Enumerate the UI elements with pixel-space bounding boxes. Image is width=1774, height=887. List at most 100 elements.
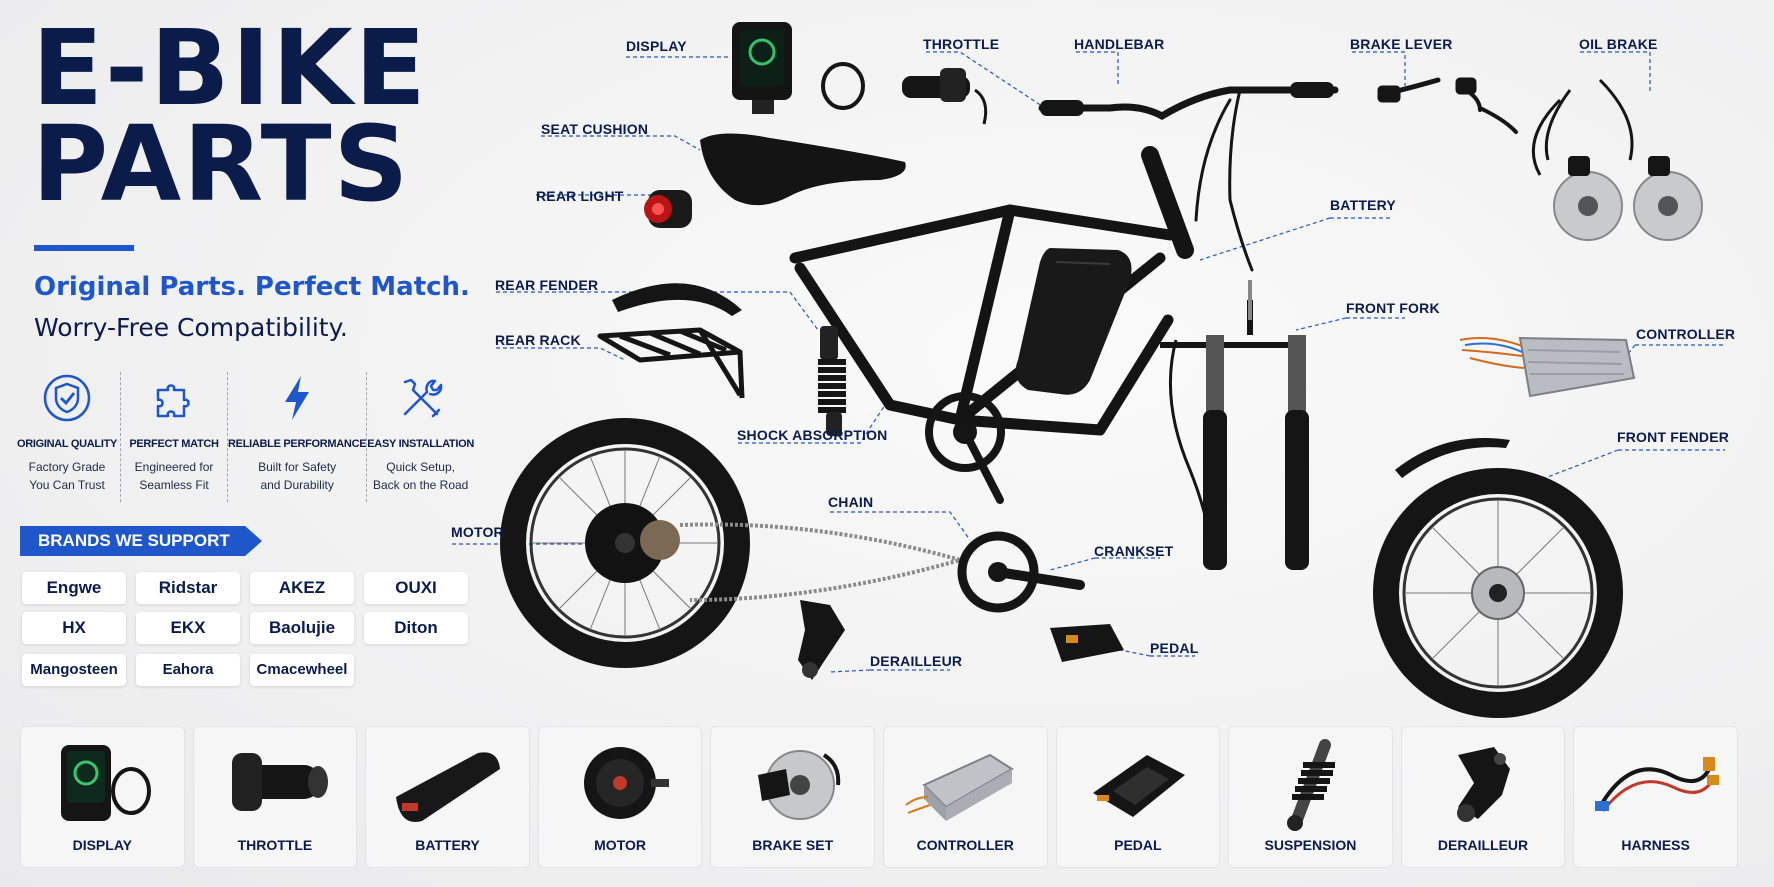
brand-tile[interactable]: Engwe <box>22 572 126 604</box>
feature-title: RELIABLE PERFORMANCE <box>228 438 367 450</box>
product-card-display[interactable]: DISPLAY <box>20 726 185 868</box>
front-fork-part <box>1160 280 1309 570</box>
chain-part <box>679 522 968 602</box>
product-card-derailleur[interactable]: DERAILLEUR <box>1400 726 1566 868</box>
display-part <box>732 22 865 114</box>
bb-crank-part <box>925 392 1005 504</box>
feature-easy-installation: EASY INSTALLATION Quick Setup, Back on t… <box>367 372 474 502</box>
product-card-throttle[interactable]: THROTTLE <box>192 726 358 868</box>
callout-battery: BATTERY <box>1330 197 1396 213</box>
feature-title: ORIGINAL QUALITY <box>16 438 118 450</box>
feature-desc: Built for Safety and Durability <box>258 460 337 492</box>
brand-tile[interactable]: HX <box>22 612 126 644</box>
product-label: HARNESS <box>1621 837 1690 853</box>
product-label: PEDAL <box>1114 837 1162 853</box>
feature-original-quality: ORIGINAL QUALITY Factory Grade You Can T… <box>14 372 122 502</box>
feature-desc: Factory Grade You Can Trust <box>28 460 106 492</box>
title-line-1: E-BIKE <box>32 7 428 129</box>
brand-tile[interactable]: EKX <box>136 612 240 644</box>
callout-crankset: CRANKSET <box>1094 543 1174 559</box>
title-line-2: PARTS <box>32 103 411 225</box>
throttle-part <box>902 68 988 125</box>
brake-set-icon <box>757 750 840 820</box>
callout-derailleur: DERAILLEUR <box>870 653 963 669</box>
crankset-part <box>957 531 1085 613</box>
battery-part <box>1015 248 1132 395</box>
brand-tile[interactable]: Mangosteen <box>22 654 126 686</box>
handlebar-part <box>1038 82 1339 272</box>
harness-icon <box>1594 757 1719 812</box>
feature-desc: Quick Setup, Back on the Road <box>372 460 469 492</box>
callout-controller: CONTROLLER <box>1636 326 1736 342</box>
feature-reliable-performance: RELIABLE PERFORMANCE Built for Safety an… <box>228 372 368 502</box>
product-label: DISPLAY <box>72 837 132 853</box>
feature-title: PERFECT MATCH <box>129 438 219 450</box>
controller-part <box>1459 336 1636 398</box>
front-wheel-part <box>1373 468 1623 718</box>
display-icon <box>61 745 152 821</box>
product-label: CONTROLLER <box>916 837 1014 853</box>
brands-heading: BRANDS WE SUPPORT <box>20 526 262 556</box>
callout-throttle: THROTTLE <box>923 36 1000 52</box>
lightning-icon <box>285 376 310 420</box>
tagline-primary: Original Parts. Perfect Match. <box>34 272 470 302</box>
brand-tile[interactable]: Baolujie <box>250 612 354 644</box>
brake-lever-part <box>1377 77 1518 134</box>
rear-light-part <box>644 190 692 228</box>
callout-oil-brake: OIL BRAKE <box>1579 36 1658 52</box>
controller-icon <box>905 753 1015 821</box>
oil-brake-part <box>1531 78 1703 241</box>
feature-list: ORIGINAL QUALITY Factory Grade You Can T… <box>14 372 474 502</box>
callout-brake-lever: BRAKE LEVER <box>1350 36 1453 52</box>
product-card-brake-set[interactable]: BRAKE SET <box>710 726 875 868</box>
product-label: BRAKE SET <box>752 837 834 853</box>
brand-tile[interactable]: Cmacewheel <box>250 654 354 686</box>
tools-icon <box>403 378 442 418</box>
callout-rear-fender: REAR FENDER <box>495 277 599 293</box>
product-card-suspension[interactable]: SUSPENSION <box>1228 726 1393 868</box>
product-label: SUSPENSION <box>1264 837 1357 853</box>
callout-chain: CHAIN <box>828 494 874 510</box>
callout-handlebar: HANDLEBAR <box>1074 36 1165 52</box>
product-card-motor[interactable]: MOTOR <box>537 726 703 868</box>
product-label: THROTTLE <box>237 837 313 853</box>
tagline-secondary: Worry-Free Compatibility. <box>34 313 348 342</box>
brand-tile[interactable]: Ridstar <box>136 572 240 604</box>
shield-check-icon <box>43 374 91 422</box>
callout-rear-light: REAR LIGHT <box>536 188 624 204</box>
callout-rear-rack: REAR RACK <box>495 332 581 348</box>
product-label: BATTERY <box>415 837 480 853</box>
product-strip: DISPLAY THROTTLE BATTERY MOTOR <box>20 726 1738 868</box>
seat-part <box>700 133 906 206</box>
frame-part <box>789 146 1194 436</box>
callout-front-fork: FRONT FORK <box>1346 300 1440 316</box>
brand-tile[interactable]: OUXI <box>364 572 468 604</box>
product-card-pedal[interactable]: PEDAL <box>1055 726 1221 868</box>
battery-icon <box>396 752 501 822</box>
callout-motor: MOTOR <box>451 524 504 540</box>
product-card-battery[interactable]: BATTERY <box>365 726 530 868</box>
pedal-part <box>1050 624 1124 662</box>
callout-display: DISPLAY <box>626 38 687 54</box>
rear-wheel-part <box>500 418 750 668</box>
shock-part <box>818 326 846 436</box>
title-underline <box>34 245 134 251</box>
pedal-icon <box>1092 755 1185 817</box>
derailleur-part <box>798 600 845 680</box>
callout-front-fender: FRONT FENDER <box>1617 429 1730 445</box>
product-label: MOTOR <box>594 837 646 853</box>
callout-pedal: PEDAL <box>1150 640 1199 656</box>
front-fender-part <box>1395 438 1510 478</box>
brand-tile[interactable]: AKEZ <box>250 572 354 604</box>
product-card-controller[interactable]: CONTROLLER <box>882 726 1048 868</box>
brand-tile[interactable]: Eahora <box>136 654 240 686</box>
brand-tile[interactable]: Diton <box>364 612 468 644</box>
rear-rack-part <box>597 327 745 399</box>
suspension-icon <box>1287 739 1336 831</box>
product-label: DERAILLEUR <box>1437 837 1529 853</box>
motor-icon <box>584 747 670 819</box>
feature-desc: Engineered for Seamless Fit <box>134 460 214 492</box>
throttle-icon <box>231 753 328 811</box>
product-card-harness[interactable]: HARNESS <box>1573 726 1738 868</box>
